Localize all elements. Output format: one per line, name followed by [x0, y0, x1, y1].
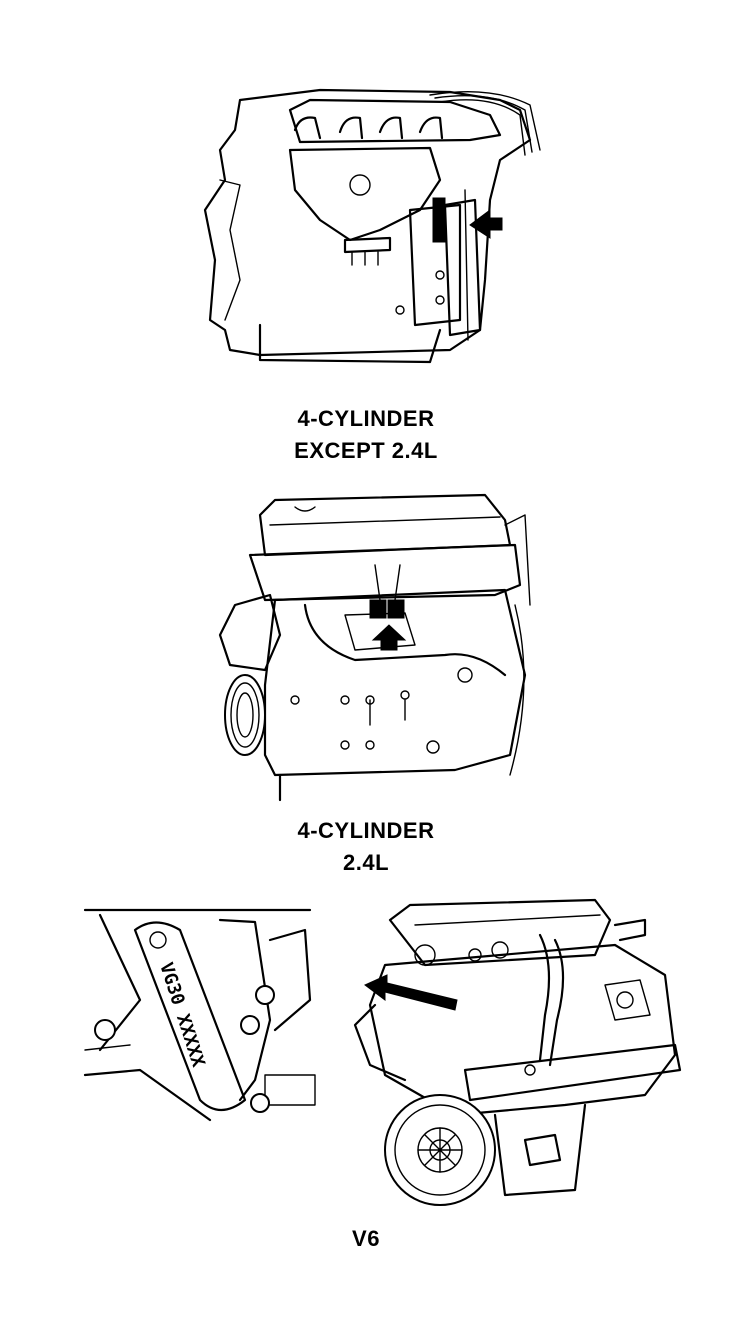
stamp-closeup: VG30 XXXXX [83, 908, 316, 1122]
engine-v6-illustration [353, 898, 682, 1206]
pointer-arrow-icon [469, 209, 503, 239]
caption-4cyl-except-24-line2: EXCEPT 2.4L [294, 438, 438, 463]
pointer-arrow-icon [364, 974, 458, 1011]
caption-4cyl-24-line1: 4-CYLINDER [297, 818, 435, 843]
pointer-arrow-icon [371, 624, 407, 651]
caption-v6: V6 [352, 1226, 380, 1251]
engine-24l-illustration [218, 493, 531, 802]
engine-4cyl-illustration [203, 88, 541, 364]
caption-4cyl-24-line2: 2.4L [342, 850, 390, 875]
caption-4cyl-except-24-line1: 4-CYLINDER [297, 406, 435, 431]
